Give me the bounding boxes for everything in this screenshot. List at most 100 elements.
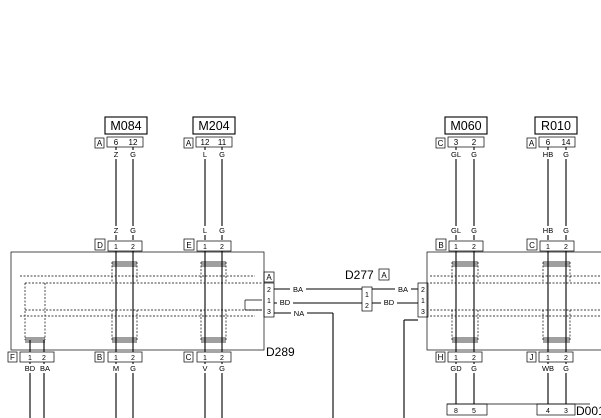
bottom-wires-left: BD BA M G V G — [21, 362, 227, 418]
svg-text:1: 1 — [454, 244, 458, 251]
wire-codes-lower: Z G L G GL G HB G — [111, 226, 571, 235]
svg-text:1: 1 — [365, 292, 369, 299]
svg-text:F: F — [10, 353, 15, 362]
svg-text:1: 1 — [454, 355, 458, 362]
svg-text:V: V — [202, 364, 207, 373]
svg-text:2: 2 — [472, 244, 476, 251]
module-right[interactable]: B 1 2 C 1 2 2 1 3 H 1 2 — [403, 238, 601, 418]
svg-text:M: M — [113, 364, 119, 373]
svg-text:GL: GL — [451, 226, 461, 235]
svg-text:Z: Z — [114, 150, 119, 159]
pin-label: 12 — [201, 138, 210, 147]
pin-label: 6 — [546, 138, 551, 147]
svg-text:1: 1 — [28, 355, 32, 362]
wire-codes-upper: Z G L G GL G HB G — [111, 150, 571, 159]
component-label: D001 — [576, 404, 601, 418]
component-m204[interactable]: M204 A 12 11 — [183, 116, 236, 149]
svg-text:2: 2 — [131, 355, 135, 362]
svg-text:G: G — [471, 150, 477, 159]
svg-text:2: 2 — [220, 355, 224, 362]
svg-text:H: H — [438, 353, 444, 362]
svg-text:2: 2 — [131, 244, 135, 251]
svg-text:1: 1 — [203, 244, 207, 251]
svg-text:4: 4 — [546, 408, 550, 415]
svg-text:G: G — [471, 226, 477, 235]
svg-text:1: 1 — [114, 355, 118, 362]
svg-text:1: 1 — [546, 355, 550, 362]
svg-text:2: 2 — [42, 355, 46, 362]
svg-text:G: G — [563, 150, 569, 159]
component-label: M060 — [450, 119, 481, 133]
svg-text:1: 1 — [421, 298, 425, 305]
connector-label: D277 — [345, 268, 374, 282]
svg-text:1: 1 — [546, 244, 550, 251]
connector-d277[interactable]: D277 A 1 2 BA BD NA BA BD — [274, 268, 418, 418]
svg-text:HB: HB — [543, 150, 553, 159]
pin-label: 11 — [218, 138, 227, 147]
svg-text:G: G — [563, 226, 569, 235]
svg-text:2: 2 — [267, 287, 271, 294]
connector-letter: D — [97, 241, 103, 250]
svg-text:G: G — [563, 364, 569, 373]
svg-text:J: J — [530, 353, 534, 362]
svg-text:GL: GL — [451, 150, 461, 159]
svg-text:G: G — [219, 150, 225, 159]
pin-label: 6 — [114, 138, 119, 147]
svg-text:WB: WB — [542, 364, 554, 373]
svg-text:BA: BA — [40, 364, 50, 373]
svg-text:L: L — [203, 150, 207, 159]
svg-text:A: A — [381, 271, 387, 280]
svg-text:3: 3 — [267, 309, 271, 316]
pin-label: 14 — [562, 138, 571, 147]
svg-text:5: 5 — [472, 408, 476, 415]
connector-letter: A — [529, 139, 535, 148]
svg-text:1: 1 — [203, 355, 207, 362]
svg-text:GD: GD — [450, 364, 462, 373]
svg-text:BD: BD — [280, 298, 291, 307]
svg-text:2: 2 — [421, 287, 425, 294]
top-wires — [115, 147, 567, 240]
component-label: M084 — [110, 119, 141, 133]
svg-text:2: 2 — [564, 355, 568, 362]
connector-letter: A — [97, 139, 103, 148]
svg-text:G: G — [471, 364, 477, 373]
svg-text:BA: BA — [398, 285, 408, 294]
module-label: D289 — [266, 345, 295, 359]
module-d289[interactable]: D 1 2 E 1 2 A 2 1 3 — [7, 238, 295, 363]
component-m060[interactable]: M060 C 3 2 — [435, 116, 488, 149]
svg-text:3: 3 — [564, 408, 568, 415]
svg-text:B: B — [438, 241, 443, 250]
svg-text:G: G — [130, 364, 136, 373]
component-d001[interactable]: 8 5 4 3 D001 — [446, 403, 601, 418]
component-r010[interactable]: R010 A 6 14 — [526, 116, 578, 149]
svg-text:L: L — [203, 226, 207, 235]
connector-letter: C — [438, 139, 444, 148]
svg-text:G: G — [130, 150, 136, 159]
svg-text:1: 1 — [267, 298, 271, 305]
svg-text:NA: NA — [294, 309, 304, 318]
svg-text:2: 2 — [564, 244, 568, 251]
svg-text:BD: BD — [384, 298, 395, 307]
svg-text:G: G — [219, 226, 225, 235]
svg-text:BD: BD — [25, 364, 36, 373]
svg-text:2: 2 — [365, 303, 369, 310]
svg-text:1: 1 — [114, 244, 118, 251]
svg-text:Z: Z — [114, 226, 119, 235]
svg-text:2: 2 — [220, 244, 224, 251]
connector-letter: A — [266, 273, 272, 282]
component-m084[interactable]: M084 A 6 12 — [94, 116, 148, 149]
svg-text:BA: BA — [293, 285, 303, 294]
component-label: M204 — [198, 119, 229, 133]
svg-text:HB: HB — [543, 226, 553, 235]
svg-text:C: C — [529, 241, 535, 250]
svg-text:2: 2 — [472, 355, 476, 362]
svg-text:8: 8 — [454, 408, 458, 415]
svg-text:B: B — [97, 353, 102, 362]
pin-label: 2 — [472, 138, 477, 147]
pin-label: 3 — [454, 138, 459, 147]
svg-text:C: C — [186, 353, 192, 362]
svg-text:3: 3 — [421, 309, 425, 316]
component-label: R010 — [541, 119, 571, 133]
svg-text:G: G — [219, 364, 225, 373]
